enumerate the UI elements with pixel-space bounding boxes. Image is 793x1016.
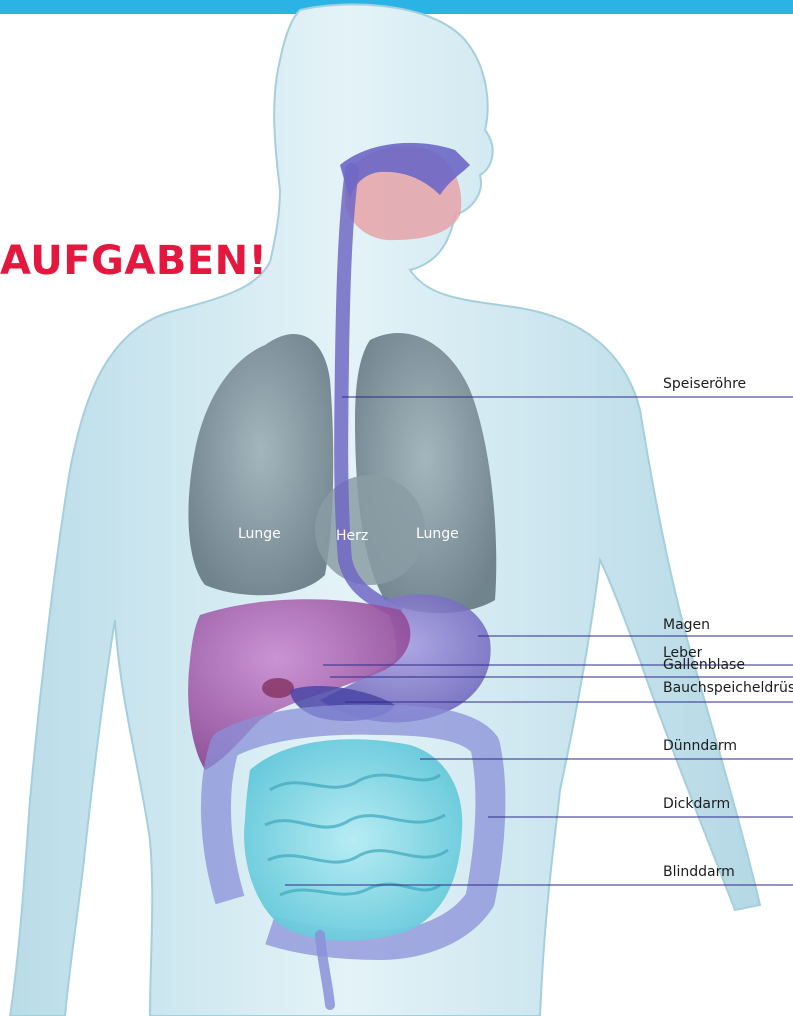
page-title: AUFGABEN! [0,238,267,284]
heart-shape [315,475,425,585]
small-intestine-shape [244,739,462,940]
label-heart: Herz [336,528,368,544]
label-speiseroehre: Speiseröhre [663,376,746,392]
label-dickdarm: Dickdarm [663,796,730,812]
label-bauchspeicheldruese: Bauchspeicheldrüse [663,680,793,696]
label-blinddarm: Blinddarm [663,864,735,880]
label-lung-left: Lunge [238,526,281,542]
label-magen: Magen [663,617,710,633]
label-lung-right: Lunge [416,526,459,542]
label-gallenblase: Gallenblase [663,657,745,673]
gallbladder-shape [262,678,294,698]
label-duenndarm: Dünndarm [663,738,737,754]
